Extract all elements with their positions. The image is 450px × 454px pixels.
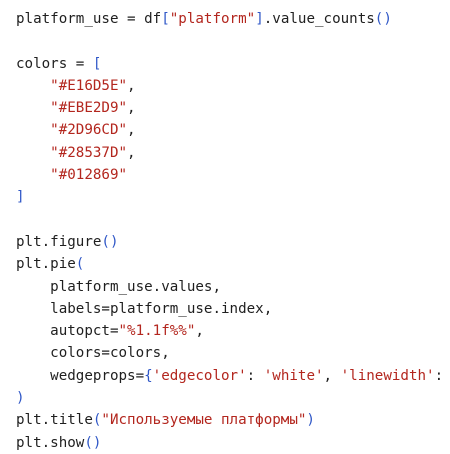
code-token-plain	[16, 122, 50, 138]
code-token-bracket: )	[16, 390, 25, 407]
code-line: labels=platform_use.index,	[16, 298, 450, 320]
code-token-bracket: ]	[16, 189, 25, 206]
code-token-bracket: (	[75, 256, 85, 273]
code-line: platform_use.values,	[16, 276, 450, 298]
code-token-plain: plt.figure	[16, 233, 102, 250]
code-token-string: 'edgecolor'	[152, 367, 247, 384]
code-token-bracket: ()	[374, 11, 392, 27]
code-line: "#012869"	[16, 164, 450, 186]
code-token-plain: platform_use = df	[16, 11, 162, 27]
code-token-bracket: [	[92, 55, 102, 72]
code-token-plain: plt.title	[16, 412, 93, 429]
code-line: "#EBE2D9",	[16, 97, 450, 119]
code-token-plain	[16, 100, 50, 116]
code-token-plain: ,	[323, 367, 341, 384]
code-token-plain: ,	[127, 77, 136, 94]
code-token-plain	[16, 145, 50, 161]
code-line: plt.pie(	[16, 253, 450, 275]
code-token-string: "#012869"	[50, 167, 128, 184]
code-token-bracket: ()	[84, 434, 102, 451]
code-line: autopct="%1.1f%%",	[16, 320, 450, 342]
code-line: plt.title("Используемые платформы")	[16, 409, 450, 431]
code-line: colors = [	[16, 53, 450, 75]
code-line: ]	[16, 186, 450, 208]
code-token-plain: labels=platform_use.index,	[16, 300, 273, 317]
code-token-string: "#E16D5E"	[50, 77, 128, 94]
code-token-plain: .value_counts	[263, 11, 375, 27]
code-token-plain: ,	[195, 323, 204, 340]
code-token-string: "platform"	[169, 11, 256, 27]
code-token-plain: colors =	[16, 55, 93, 72]
code-token-bracket: (	[92, 412, 102, 429]
code-token-string: 'linewidth'	[340, 367, 435, 384]
code-token-plain: plt.show	[16, 434, 85, 451]
code-token-bracket: {	[144, 367, 153, 384]
code-token-bracket: [	[161, 11, 170, 27]
code-token-plain	[16, 167, 50, 183]
code-token-plain: colors=colors,	[16, 345, 170, 362]
code-token-plain: plt.pie	[16, 256, 76, 273]
code-token-string: "Используемые платформы"	[101, 412, 307, 429]
code-token-plain: wedgeprops=	[16, 367, 145, 384]
code-line	[16, 209, 450, 231]
code-token-plain: ,	[127, 122, 136, 139]
code-token-string: 'white'	[263, 367, 324, 384]
code-token-string: "#28537D"	[50, 144, 128, 161]
code-token-plain: ,	[127, 144, 136, 161]
code-token-plain: ,	[127, 100, 136, 117]
code-line: plt.figure()	[16, 231, 450, 253]
code-line: colors=colors,	[16, 342, 450, 364]
code-token-string: "#EBE2D9"	[50, 100, 128, 117]
code-token-plain: :	[246, 367, 264, 384]
code-line: "#2D96CD",	[16, 119, 450, 141]
code-token-bracket: ()	[101, 233, 119, 250]
code-line: "#E16D5E",	[16, 75, 450, 97]
code-line	[16, 30, 450, 52]
code-token-string: "#2D96CD"	[50, 122, 128, 139]
code-line: wedgeprops={'edgecolor': 'white', 'linew…	[16, 365, 450, 387]
code-token-plain: autopct=	[16, 323, 119, 340]
code-line: platform_use = df["platform"].value_coun…	[16, 8, 450, 30]
code-token-plain	[16, 78, 50, 94]
code-token-bracket: )	[306, 412, 315, 429]
code-lines: platform_use = df["platform"].value_coun…	[16, 8, 450, 454]
code-token-bracket: ]	[255, 11, 264, 27]
code-token-plain: platform_use.values,	[16, 278, 221, 295]
code-token-plain: :	[434, 367, 450, 384]
code-line: "#28537D",	[16, 142, 450, 164]
code-line: )	[16, 387, 450, 409]
code-token-string: "%1.1f%%"	[118, 323, 196, 340]
